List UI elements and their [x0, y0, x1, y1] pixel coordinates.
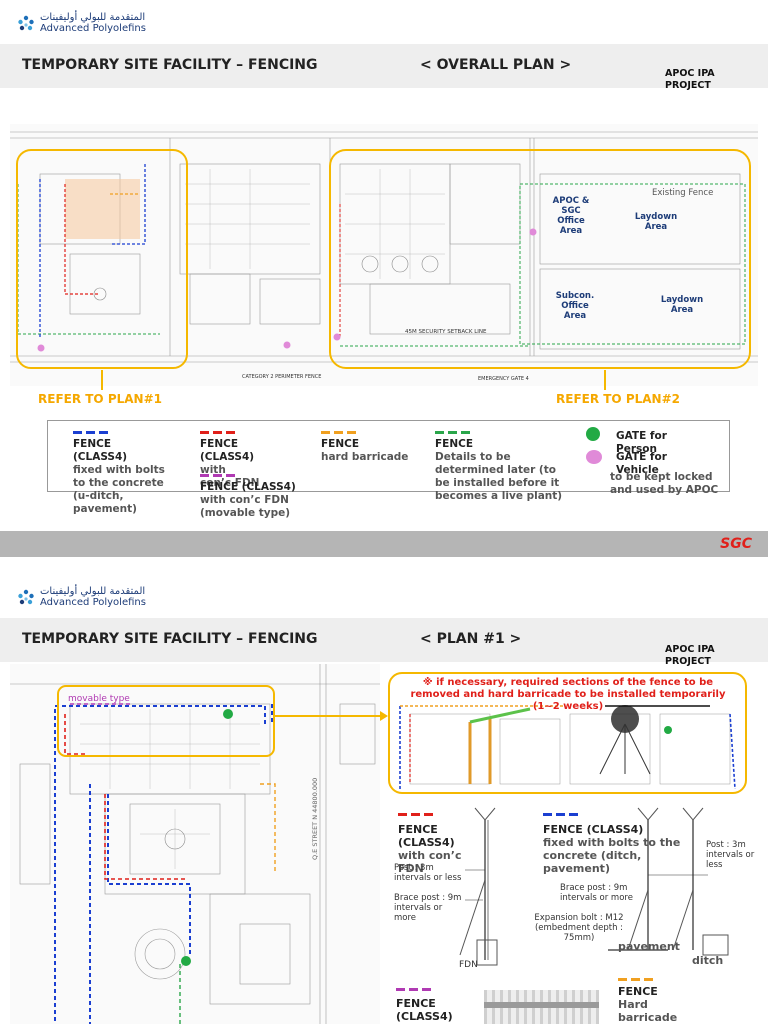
gate-person-icon [586, 427, 600, 441]
apoc-office-area: APOC & SGC Office Area [552, 196, 590, 236]
blue-fence-desc: fixed with bolts to the concrete (ditch,… [543, 836, 681, 875]
purple-fence-title: FENCE (CLASS4) [396, 997, 453, 1023]
footer-brand: SGC [720, 536, 752, 552]
connector-line-2 [604, 370, 606, 390]
blue-fence-title: FENCE (CLASS4) [543, 823, 644, 836]
red-fence-desc: with con’c FDN [398, 849, 462, 875]
legend-purple-desc: with con’c FDN (movable type) [200, 494, 291, 519]
fdn-label: FDN [459, 960, 478, 970]
brace-note-1: Brace post : 9m intervals or more [394, 893, 462, 923]
legend-orange-line [321, 431, 357, 434]
removal-note: ※ if necessary, required sections of the… [410, 677, 726, 712]
logo-english: Advanced Polyolefins [40, 23, 146, 34]
setback-label: 45M SECURITY SETBACK LINE [405, 329, 487, 335]
detail-box [388, 672, 747, 794]
blue-fence-line [543, 813, 579, 816]
plan1-drawing [10, 664, 380, 1024]
post-note-1: Post : 3m intervals or less [394, 863, 462, 883]
legend-orange-desc: hard barricade [321, 451, 409, 463]
orange-fence-title: FENCE [618, 985, 658, 998]
legend-purple-title: FENCE (CLASS4) [200, 481, 296, 493]
project-label-2: APOC IPA PROJECT [665, 644, 715, 667]
expansion-bolt-note: Expansion bolt : M12 (embedment depth : … [534, 913, 624, 943]
legend-red-title: FENCE (CLASS4) [200, 438, 255, 463]
red-fence-diagram [459, 807, 498, 966]
logo-english: Advanced Polyolefins [40, 597, 146, 608]
orange-fence-desc: Hard barricade [618, 998, 678, 1024]
detail-drawing [399, 705, 736, 790]
page-title-2: TEMPORARY SITE FACILITY – FENCING [22, 631, 318, 647]
barrier-photo [484, 990, 599, 1024]
logo: المتقدمة للبولي أوليفينات Advanced Polyo… [16, 12, 176, 36]
existing-fence-label: Existing Fence [652, 188, 714, 198]
movable-type-label: movable type [68, 694, 130, 704]
logo-arabic: المتقدمة للبولي أوليفينات [40, 586, 146, 597]
apo-logo-icon [18, 15, 34, 31]
connector-line-1 [101, 370, 103, 390]
page-title: TEMPORARY SITE FACILITY – FENCING [22, 57, 318, 73]
legend-box [47, 420, 730, 492]
legend-blue-line [73, 431, 109, 434]
legend-orange-title: FENCE [321, 438, 360, 450]
legend-blue-desc: fixed with bolts to the concrete (u-ditc… [73, 464, 165, 515]
legend-red-line [200, 431, 236, 434]
gate-person-label: GATE for Person [616, 430, 667, 455]
page-subtitle: < OVERALL PLAN > [420, 57, 572, 73]
ditch-label: ditch [692, 954, 724, 967]
perimeter-label: CATEGORY 2 PERIMETER FENCE [242, 374, 321, 380]
blue-fence-diagram [608, 807, 729, 956]
legend-purple-line [200, 474, 236, 477]
gate-note: to be kept locked and used by APOC [610, 471, 719, 496]
title-bar-2 [0, 618, 768, 662]
legend-green-title: FENCE [435, 438, 474, 450]
laydown-area-1: Laydown Area [634, 212, 678, 232]
street-label: Q.E STREET N 44800.000 [311, 777, 319, 860]
apo-logo-icon [18, 589, 34, 605]
title-bar [0, 44, 768, 88]
gate-vehicle-label: GATE for Vehicle [616, 451, 667, 476]
logo-2: المتقدمة للبولي أوليفينات Advanced Polyo… [16, 586, 176, 610]
legend-blue-title: FENCE (CLASS4) [73, 438, 128, 463]
legend-red-desc: with con’c FDN [200, 464, 260, 489]
orange-fence-line [618, 978, 654, 981]
gate-vehicle-icon [586, 450, 602, 464]
brace-note-2: Brace post : 9m intervals or more [560, 883, 633, 903]
connector-arrow [274, 711, 388, 721]
red-fence-title: FENCE (CLASS4) [398, 823, 455, 849]
page-subtitle-2: < PLAN #1 > [420, 631, 522, 647]
laydown-area-2: Laydown Area [660, 295, 704, 315]
purple-fence-line [396, 988, 432, 991]
post-note-2: Post : 3m intervals or less [706, 840, 755, 870]
legend-green-desc: Details to be determined later (to be in… [435, 451, 563, 502]
refer-plan-1[interactable]: REFER TO PLAN#1 [38, 392, 162, 406]
emergency-label: EMERGENCY GATE 4 [478, 376, 529, 382]
overall-plan-drawing: 45M SECURITY SETBACK LINE CATEGORY 2 PER… [10, 124, 758, 386]
legend-green-line [435, 431, 471, 434]
footer-bar: SGC [0, 531, 768, 557]
refer-plan-2[interactable]: REFER TO PLAN#2 [556, 392, 680, 406]
project-label: APOC IPA PROJECT [665, 68, 715, 91]
red-fence-line [398, 813, 434, 816]
subcon-office-area: Subcon. Office Area [555, 291, 595, 321]
pavement-label: pavement [618, 940, 680, 953]
logo-arabic: المتقدمة للبولي أوليفينات [40, 12, 146, 23]
